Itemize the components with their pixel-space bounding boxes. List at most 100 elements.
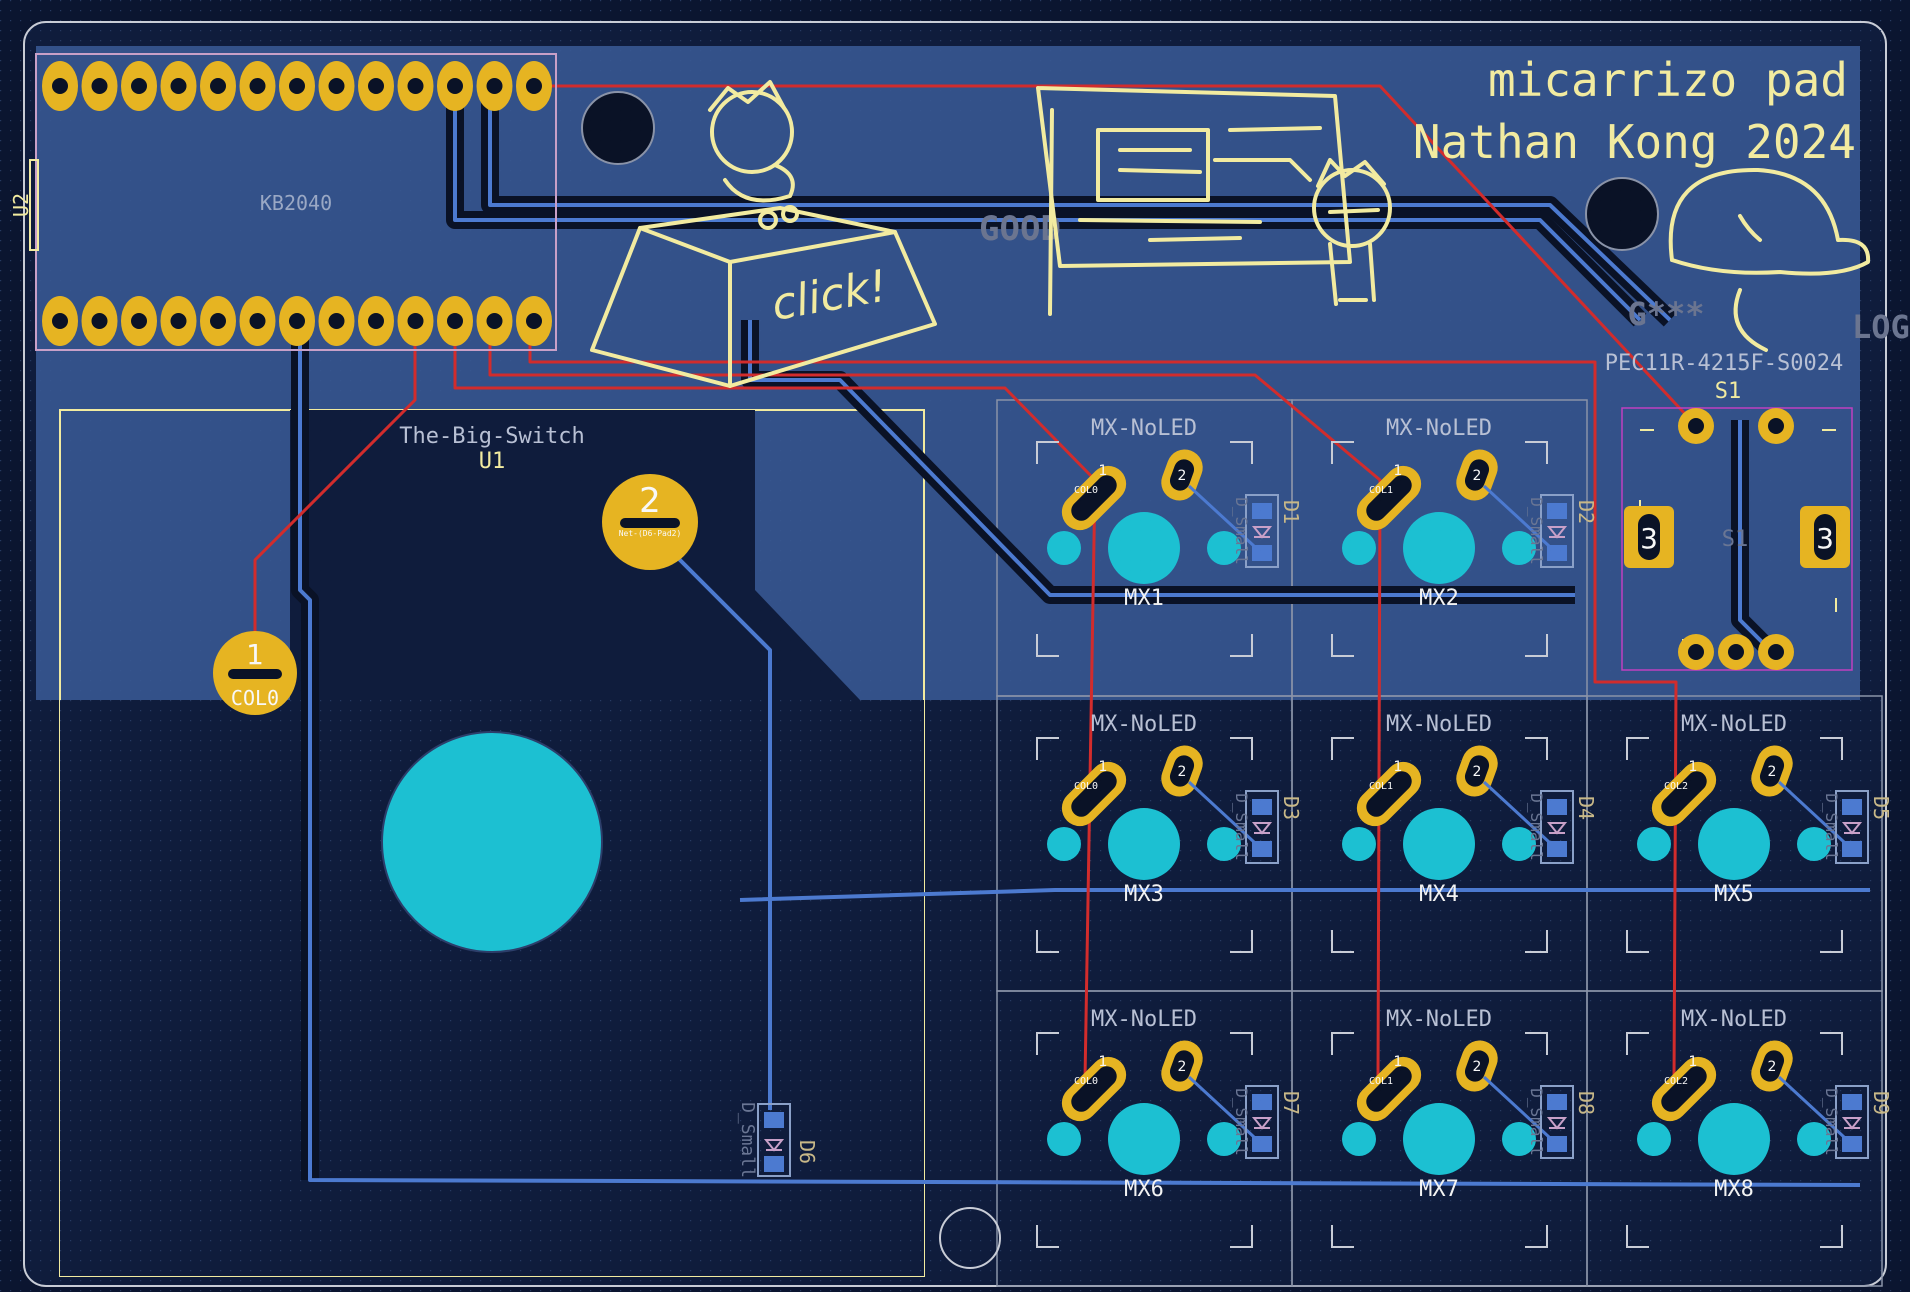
key-value: MX-NoLED: [1091, 1007, 1197, 1032]
diode-d5: D5 D_Small: [1822, 790, 1893, 864]
key-outline: [1036, 737, 1253, 953]
key-center-drill: [1403, 808, 1475, 880]
key-outline: [1331, 441, 1548, 657]
big-switch-pad2-net: Net-(D6-Pad2): [619, 529, 682, 538]
key-peg-drill: [1207, 1122, 1241, 1156]
key-peg-drill: [1342, 531, 1376, 565]
diode-ref: D7: [1279, 1091, 1303, 1115]
key-pad1-num: 1: [1394, 759, 1403, 775]
key-center-drill: [1108, 808, 1180, 880]
board-title-line2: Nathan Kong 2024: [1413, 115, 1856, 169]
key-pad1-num: 1: [1099, 759, 1108, 775]
diode-value: D_Small: [1527, 1088, 1546, 1155]
diode-d2: D2 D_Small: [1527, 494, 1598, 568]
front-tracks: [253, 84, 1702, 1081]
diode-d4: D4D_Small: [1527, 790, 1598, 864]
diode-value: D_Small: [1527, 497, 1546, 564]
key-peg-drill: [1207, 531, 1241, 565]
key-ref: MX1: [1124, 586, 1164, 611]
diode-d8: D8 D_Small: [1527, 1085, 1598, 1159]
key-pad-1: [1356, 761, 1422, 827]
key-peg-drill: [1502, 1122, 1536, 1156]
key-peg-drill: [1502, 827, 1536, 861]
key-outline: [1626, 737, 1843, 953]
key-ref: MX8: [1714, 1177, 1754, 1202]
silk-gsss: G***: [1627, 295, 1704, 333]
diode-d9: D9D_Small: [1822, 1085, 1893, 1159]
sketch-art: [590, 80, 1871, 388]
key-center-drill: [1403, 512, 1475, 584]
key-peg-drill: [1797, 1122, 1831, 1156]
key-outline: [1331, 737, 1548, 953]
key-pad1-num: 1: [1689, 759, 1698, 775]
key-peg-drill: [1207, 827, 1241, 861]
key-pad-1: [1356, 1056, 1422, 1122]
diode-ref: D8: [1574, 1091, 1598, 1115]
key-peg-drill: [1047, 1122, 1081, 1156]
diode-value: D_Small: [1232, 793, 1251, 860]
diode-value: D_Small: [1232, 497, 1251, 564]
key-pad-1: [1061, 465, 1127, 531]
key-ref: MX2: [1419, 586, 1459, 611]
mounting-holes: [581, 91, 1659, 1269]
key-pad-1: [1651, 761, 1717, 827]
key-center-drill: [1698, 808, 1770, 880]
diode-ref: D2: [1574, 500, 1598, 524]
key-pad1-num: 1: [1394, 463, 1403, 479]
big-switch-pad1-net: COL0: [231, 686, 279, 710]
big-switch: The-Big-Switch U1 1 COL0 2 Net-(D6-Pad2): [213, 424, 698, 953]
diode-ref: D4: [1574, 796, 1598, 820]
key-pad2-num: 2: [1473, 764, 1482, 780]
key-pad1-net: COL0: [1074, 485, 1098, 496]
mcu-value: KB2040: [260, 191, 332, 215]
key-ref: MX7: [1419, 1177, 1459, 1202]
diode-ref: D3: [1279, 796, 1303, 820]
key-peg-drill: [1047, 827, 1081, 861]
key-value: MX-NoLED: [1091, 416, 1197, 441]
key-outline: [1331, 1032, 1548, 1248]
key-peg-drill: [1047, 531, 1081, 565]
key-ref: MX4: [1419, 882, 1459, 907]
key-pad2-num: 2: [1473, 1059, 1482, 1075]
silk-good: GOOD: [979, 209, 1061, 249]
key-pad-1: [1651, 1056, 1717, 1122]
big-switch-ref: U1: [479, 449, 506, 474]
key-peg-drill: [1637, 1122, 1671, 1156]
key-pad1-net: COL2: [1664, 1076, 1688, 1087]
key-pad-1: [1061, 761, 1127, 827]
diode-ref: D1: [1279, 500, 1303, 524]
key-center-drill: [1403, 1103, 1475, 1175]
key-pad1-num: 1: [1099, 463, 1108, 479]
key-value: MX-NoLED: [1091, 712, 1197, 737]
encoder-pad3-right: 3: [1816, 522, 1834, 555]
diode-value: D_Small: [1822, 1088, 1841, 1155]
key-pad1-num: 1: [1394, 1054, 1403, 1070]
d6-value: D_Small: [737, 1102, 758, 1178]
key-peg-drill: [1342, 827, 1376, 861]
key-pad-1: [1061, 1056, 1127, 1122]
big-switch-drill: [381, 731, 603, 953]
key-value: MX-NoLED: [1386, 712, 1492, 737]
key-peg-drill: [1502, 531, 1536, 565]
key-pad1-num: 1: [1099, 1054, 1108, 1070]
big-switch-pad1-num: 1: [246, 638, 264, 671]
encoder-ref-top: S1: [1715, 379, 1742, 404]
key-peg-drill: [1637, 827, 1671, 861]
key-outline: [1036, 441, 1253, 657]
key-value: MX-NoLED: [1681, 712, 1787, 737]
key-value: MX-NoLED: [1681, 1007, 1787, 1032]
back-tracks-blue: [298, 80, 1870, 1187]
key-pad1-net: COL1: [1369, 1076, 1393, 1087]
key-pad1-net: COL0: [1074, 781, 1098, 792]
key-pad1-net: COL1: [1369, 485, 1393, 496]
key-value: MX-NoLED: [1386, 416, 1492, 441]
diode-value: D_Small: [1822, 793, 1841, 860]
key-pad2-num: 2: [1178, 1059, 1187, 1075]
diode-ref: D5: [1869, 796, 1893, 820]
